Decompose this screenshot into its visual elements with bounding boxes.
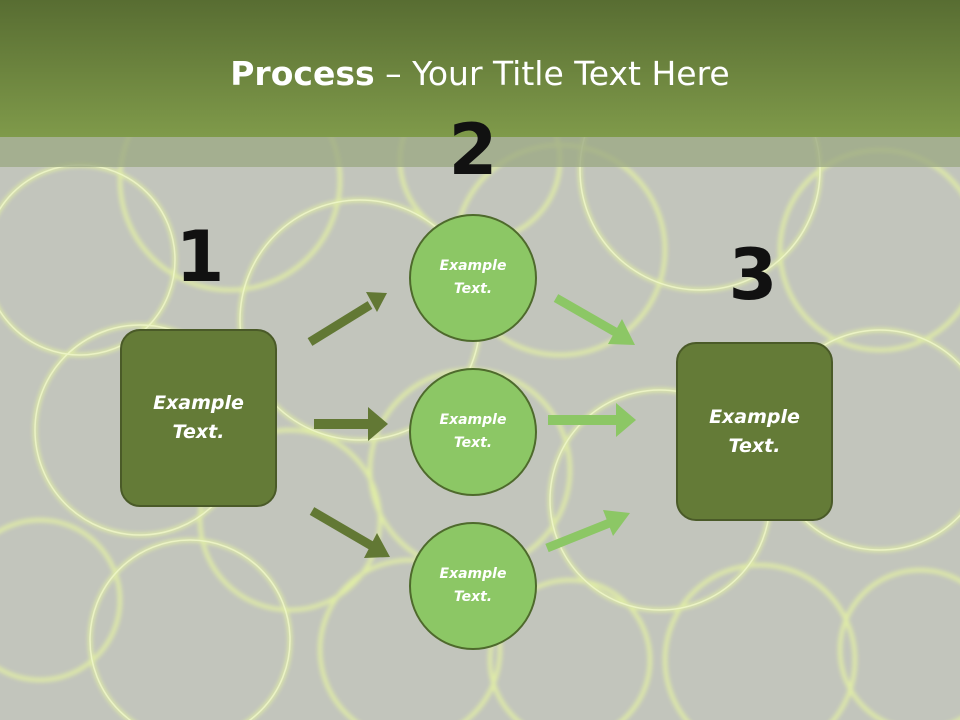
header-band	[0, 137, 960, 167]
step2-circle-bottom: Example Text.	[409, 522, 537, 650]
circle-bottom-label: Example Text.	[439, 566, 507, 605]
step2-circle-top: Example Text.	[409, 214, 537, 342]
arrow-from-bottom-circle	[545, 510, 630, 553]
arrow-to-top-circle	[307, 292, 387, 346]
step3-box-label: Example Text.	[709, 405, 800, 457]
title-rest: – Your Title Text Here	[374, 54, 730, 93]
step-number-2: 2	[448, 109, 498, 191]
arrow-from-top-circle	[553, 294, 635, 345]
step3-box: Example Text.	[676, 342, 833, 521]
circle-middle-label: Example Text.	[439, 412, 507, 451]
header-bar	[0, 0, 960, 137]
arrow-to-bottom-circle	[309, 507, 390, 558]
circle-top-label: Example Text.	[439, 258, 507, 297]
slide-title: Process – Your Title Text Here	[0, 52, 960, 96]
step1-box: Example Text.	[120, 329, 277, 507]
step1-box-label: Example Text.	[153, 392, 244, 443]
step2-circle-middle: Example Text.	[409, 368, 537, 496]
title-bold: Process	[230, 54, 375, 93]
arrow-from-middle-circle	[548, 403, 636, 437]
step-number-3: 3	[728, 234, 778, 316]
step-number-1: 1	[175, 216, 225, 298]
arrow-to-middle-circle	[314, 407, 388, 441]
